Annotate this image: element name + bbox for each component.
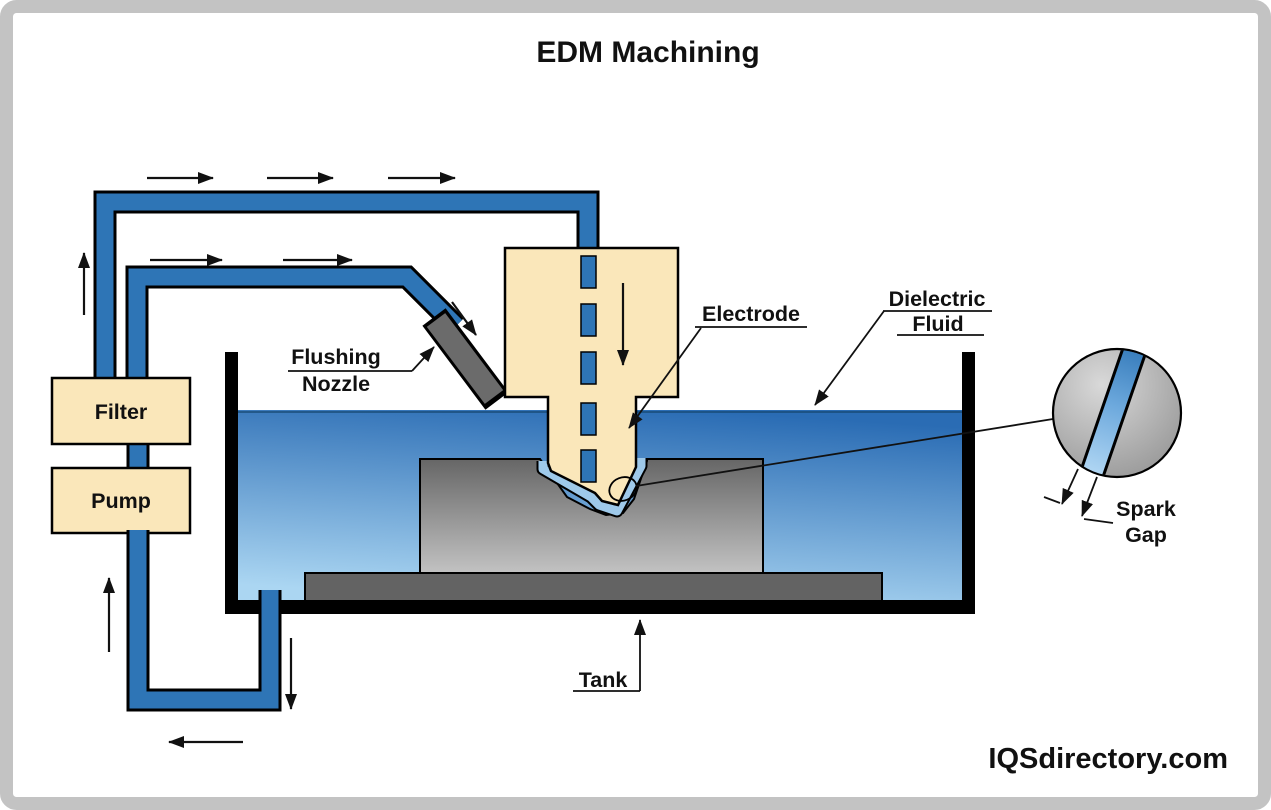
worktable-platform	[304, 572, 883, 603]
flushing-nozzle	[422, 301, 509, 410]
channel-dash	[580, 449, 597, 483]
electrode-assembly	[503, 246, 680, 507]
gap-dimension-tail-right	[1083, 518, 1114, 524]
diagram-title: EDM Machining	[536, 36, 759, 69]
channel-dash	[580, 303, 597, 337]
pump-rect	[50, 466, 192, 535]
tank-callout: Tank	[573, 619, 646, 692]
spark-gap-band	[538, 458, 646, 516]
dielectric-fluid-leader-arrow	[814, 310, 885, 406]
channel-dash	[580, 255, 597, 289]
spark-gap-label-line1: Spark	[1116, 497, 1176, 521]
magnifier-leader-line	[635, 418, 1054, 487]
channel-dash	[580, 351, 597, 385]
spark-gap-label-line2: Gap	[1125, 523, 1167, 547]
spark-gap-magnifier: Spark Gap	[608, 347, 1183, 547]
flushing-nozzle-label-line1: Flushing	[291, 345, 381, 369]
watermark: IQSdirectory.com	[988, 743, 1228, 775]
flow-arrows	[78, 172, 456, 748]
dielectric-fluid-callout: Dielectric Fluid	[814, 287, 992, 406]
tank-label: Tank	[579, 668, 628, 692]
dielectric-fluid-label-line2: Fluid	[912, 312, 963, 336]
filter-box: Filter	[50, 376, 192, 446]
pipe-filter-to-nozzle	[128, 268, 463, 382]
electrode-internal-channel	[580, 255, 597, 483]
pipe-filter-to-electrode	[96, 193, 597, 382]
callout-labels: Flushing Nozzle Electrode Dielectric Flu…	[288, 287, 992, 692]
flushing-nozzle-leader-arrow	[411, 346, 435, 372]
pump-label: Pump	[91, 489, 151, 513]
flushing-nozzle-callout: Flushing Nozzle	[288, 345, 435, 396]
magnifier-source-ellipse	[608, 476, 638, 502]
pump-box: Pump	[50, 466, 192, 535]
gap-extension-line-right	[1081, 476, 1098, 517]
electrode-callout: Electrode	[628, 302, 807, 429]
dielectric-fluid-label-line1: Dielectric	[889, 287, 986, 311]
magnified-spark-gap	[1073, 350, 1153, 476]
nozzle-flow-arrow	[451, 301, 477, 336]
electrode-label: Electrode	[702, 302, 800, 326]
nozzle-body	[426, 313, 504, 404]
filter-label: Filter	[95, 400, 148, 424]
electrode-leader-arrow	[628, 327, 702, 429]
spark-gap-stripe	[1076, 350, 1150, 476]
tank-assembly	[126, 352, 975, 712]
filter-rect	[50, 376, 192, 446]
pipe-return-loop	[129, 530, 279, 709]
gap-extension-line-left	[1061, 468, 1079, 505]
channel-dash	[580, 402, 597, 436]
flushing-nozzle-label-line2: Nozzle	[302, 372, 370, 396]
gap-dimension-tail-left	[1043, 496, 1061, 504]
